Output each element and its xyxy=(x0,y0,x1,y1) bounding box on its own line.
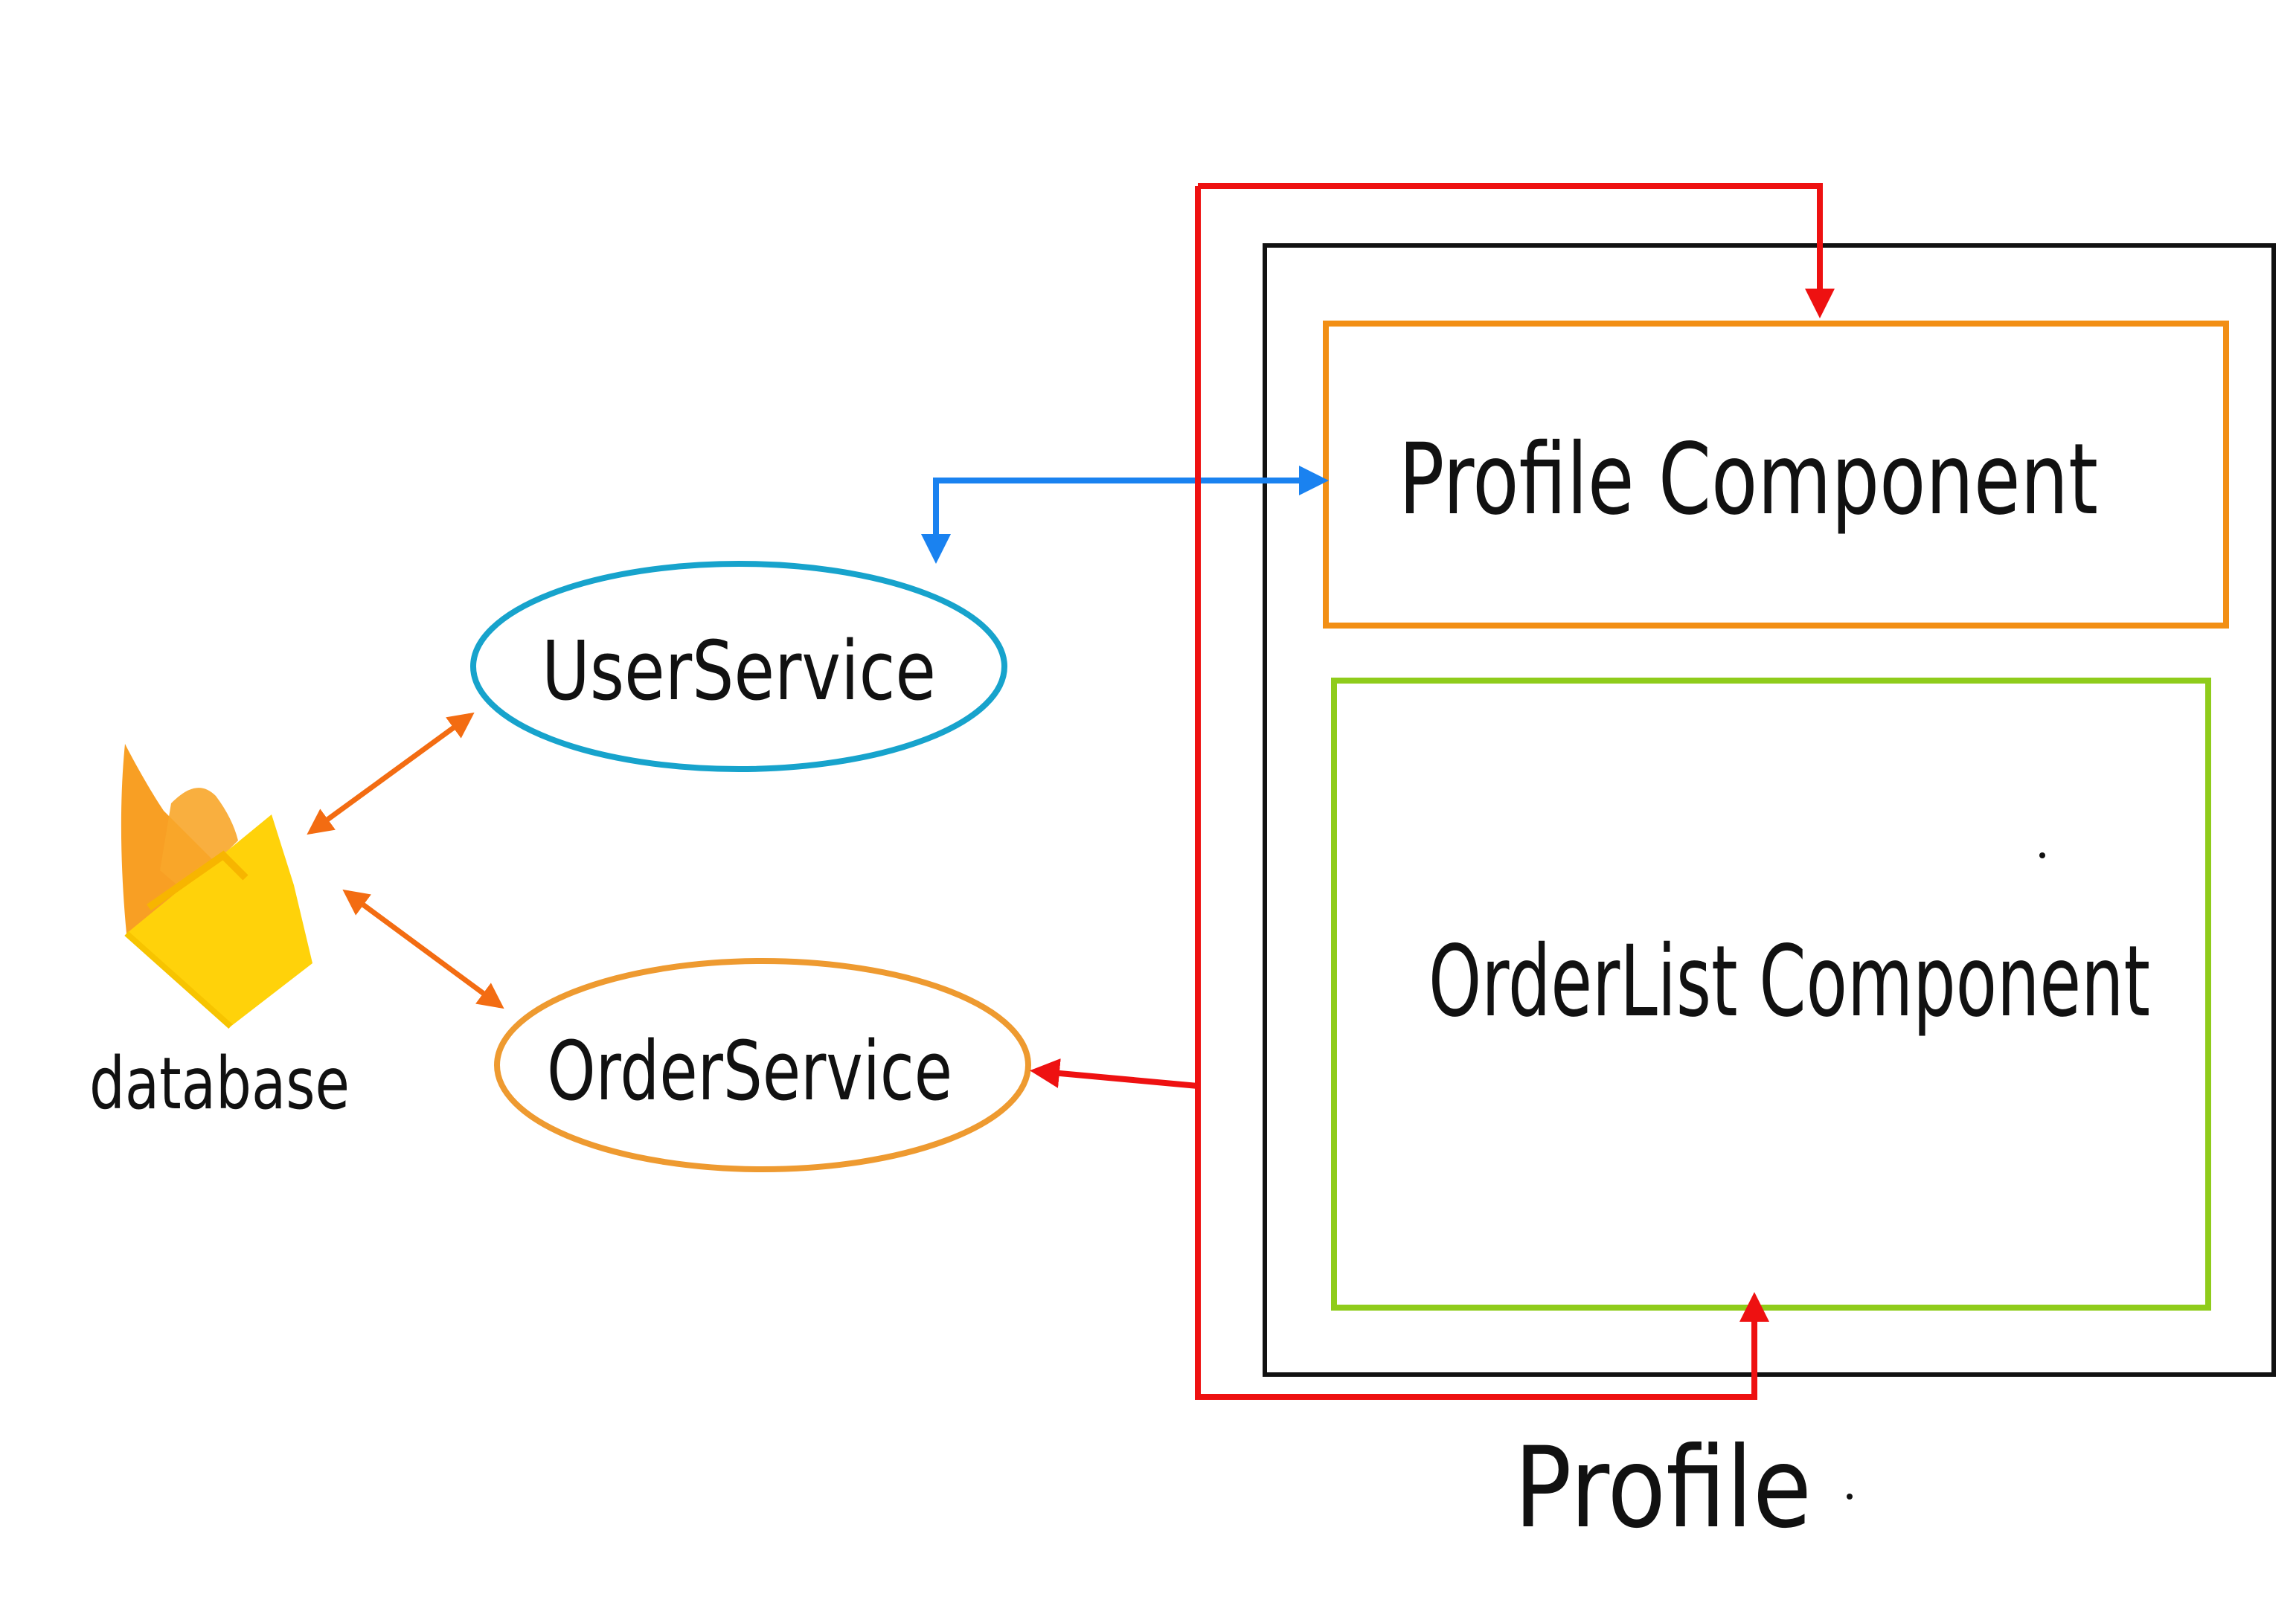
stray-dot xyxy=(1847,1494,1853,1500)
edge-userservice-profilecomponent xyxy=(921,466,1329,564)
database-label: database xyxy=(89,1042,350,1125)
order-list-component-box xyxy=(1331,678,2211,1311)
profile-container-label: Profile xyxy=(1514,1424,1812,1553)
profile-component-node: Profile Component xyxy=(1323,321,2229,629)
profile-container xyxy=(1263,243,2276,1377)
database-icon xyxy=(121,744,312,1029)
order-service-ellipse xyxy=(494,958,1031,1172)
edge-profile-to-profilecomponent xyxy=(1198,183,1835,318)
profile-component-label: Profile Component xyxy=(1399,422,2098,537)
user-service-ellipse xyxy=(470,561,1007,772)
edge-database-userservice xyxy=(307,712,475,835)
order-list-component-node: OrderList Component xyxy=(1331,678,2211,1311)
order-service-label: OrderService xyxy=(547,1023,952,1119)
order-list-component-label: OrderList Component xyxy=(1428,925,2150,1039)
user-service-node: UserService xyxy=(470,561,1007,772)
stray-dot xyxy=(2039,852,2045,858)
edge-profile-to-orderservice xyxy=(1030,1058,1199,1089)
edge-profile-to-orderlistcomponent xyxy=(1195,1086,1769,1400)
edge-database-orderservice xyxy=(342,889,504,1009)
user-service-label: UserService xyxy=(542,623,936,719)
order-service-node: OrderService xyxy=(494,958,1031,1172)
